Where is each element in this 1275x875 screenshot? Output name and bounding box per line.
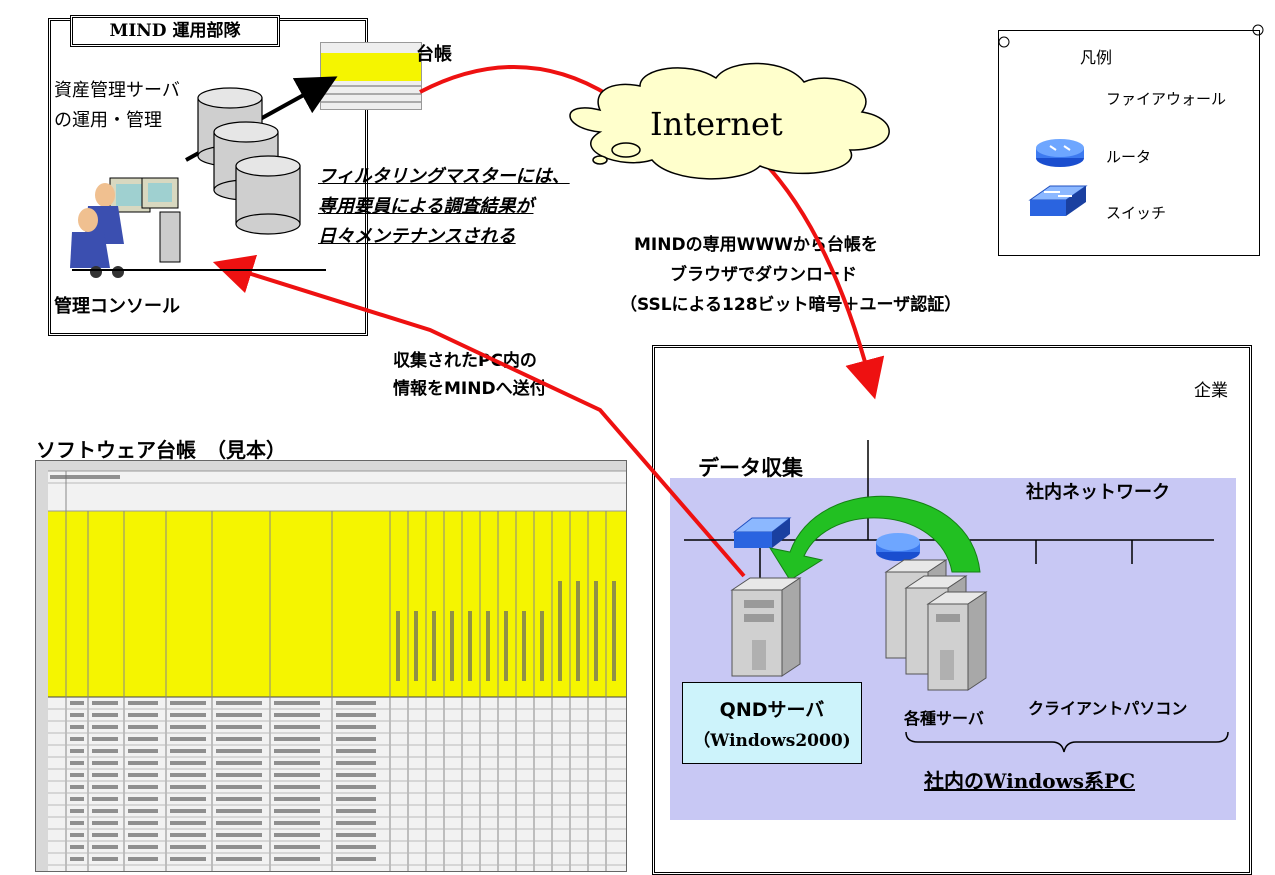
ledger-thumbnail-icon xyxy=(320,42,422,110)
download-caption-line2: ブラウザでダウンロード xyxy=(670,265,857,285)
download-caption-line1: MINDの専用WWWから台帳を xyxy=(634,235,878,255)
send-caption-line2: 情報をMINDへ送付 xyxy=(393,379,547,399)
mind-operations-title: MIND 運用部隊 xyxy=(70,15,280,47)
filter-note-line1: フィルタリングマスターには、 xyxy=(318,166,570,187)
ledger-internet-line xyxy=(419,64,612,98)
download-caption-line3: （SSLによる128ビット暗号＋ユーザ認証） xyxy=(620,295,962,315)
internet-label: Internet xyxy=(650,105,783,143)
software-ledger-sheet xyxy=(35,460,627,872)
qnd-server-box: QNDサーバ （Windows2000) xyxy=(682,682,862,764)
data-collection-label: データ収集 xyxy=(698,456,803,480)
legend-title: 凡例 xyxy=(1080,48,1113,67)
legend-switch-label: スイッチ xyxy=(1106,204,1167,222)
filter-note-line3: 日々メンテナンスされる xyxy=(318,226,516,247)
legend-router-label: ルータ xyxy=(1106,148,1152,166)
various-servers-label: 各種サーバ xyxy=(904,709,984,728)
enterprise-label: 企業 xyxy=(1194,381,1228,401)
legend-firewall-label: ファイアウォール xyxy=(1106,90,1227,108)
qnd-server-name: QNDサーバ xyxy=(719,699,825,721)
internal-network-label: 社内ネットワーク xyxy=(1026,482,1170,503)
send-caption-line1: 収集されたPC内の xyxy=(393,351,537,371)
client-pc-label: クライアントパソコン xyxy=(1028,699,1188,718)
qnd-server-os: （Windows2000) xyxy=(693,731,851,751)
filter-note-line2: 専用要員による調査結果が xyxy=(318,196,534,217)
windows-pc-label: 社内のWindows系PC xyxy=(924,769,1136,793)
management-console-label: 管理コンソール xyxy=(54,296,180,317)
ledger-label: 台帳 xyxy=(416,44,452,65)
asset-server-line1: 資産管理サーバ xyxy=(54,80,180,101)
asset-server-line2: の運用・管理 xyxy=(54,110,162,131)
software-ledger-title: ソフトウェア台帳 （見本） xyxy=(36,438,286,462)
